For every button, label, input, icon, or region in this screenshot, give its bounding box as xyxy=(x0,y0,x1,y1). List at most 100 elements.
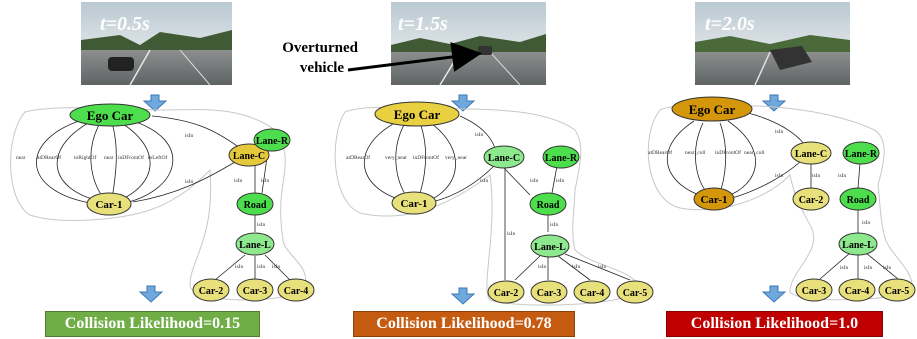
down-arrow-icon xyxy=(761,285,787,303)
node-label: Road xyxy=(537,200,560,211)
overturned-car-image xyxy=(770,46,812,70)
camera-frame-1: t=0.5s xyxy=(81,2,232,86)
edge-label: isIn xyxy=(556,178,565,184)
node-label: Car-3 xyxy=(243,286,268,297)
down-arrow-icon xyxy=(450,287,476,305)
node-label: Car-4 xyxy=(284,286,309,297)
edge-label: isIn xyxy=(257,264,266,270)
node-label: Ego Car xyxy=(87,108,134,123)
edge-label: atDRearOf xyxy=(648,149,672,156)
node-lane-l xyxy=(838,232,878,256)
node-label: Car-4 xyxy=(580,288,605,299)
node-car-2 xyxy=(487,280,525,304)
edge-label: toRightOf xyxy=(74,154,96,161)
node-label: Lane-R xyxy=(256,136,289,147)
node-lane-l xyxy=(235,232,275,256)
node-label: Car-1 xyxy=(400,198,427,210)
node-label: Car-5 xyxy=(885,286,910,297)
edge-label: toLeftOf xyxy=(148,154,167,161)
edge-label: isIn xyxy=(185,133,194,139)
edge-label: near xyxy=(16,155,26,161)
result-box-2: Collision Likelihood=0.78 xyxy=(353,311,575,337)
graph-edges xyxy=(666,112,899,280)
edge-label: isIn xyxy=(538,264,547,270)
result-box-3: Collision Likelihood=1.0 xyxy=(666,311,883,337)
edge-label: isIn xyxy=(864,265,873,271)
node-label: Ego Car xyxy=(394,107,441,122)
node-car-5 xyxy=(878,278,916,302)
node-lane-c xyxy=(483,145,525,169)
panel-1: t=0.5s near atDRearOf toRightOf xyxy=(10,2,315,303)
node-road xyxy=(236,192,274,216)
edge-label: isIn xyxy=(234,178,243,184)
edge-label: atDRearOf xyxy=(346,154,370,161)
edge-label: near_coll xyxy=(685,150,706,156)
edge-label: isIn xyxy=(775,173,784,179)
node-lane-l xyxy=(530,234,570,258)
node-label: Road xyxy=(244,200,267,211)
node-label: Lane-L xyxy=(842,240,874,251)
graph-edges xyxy=(36,115,291,281)
node-label: Lane-R xyxy=(545,153,578,164)
time-label: t=0.5s xyxy=(100,13,150,35)
car-image xyxy=(108,57,134,71)
node-car-4 xyxy=(277,278,315,302)
down-arrow-icon xyxy=(761,94,787,112)
time-label: t=2.0s xyxy=(705,13,755,35)
node-car-3 xyxy=(530,280,568,304)
node-label: Car-3 xyxy=(537,288,562,299)
edge-label: isIn xyxy=(812,173,821,179)
edge-label: isIn xyxy=(257,222,266,228)
edge-label: isIn xyxy=(475,132,484,138)
edge-label: isIn xyxy=(272,264,281,270)
edge-label: isIn xyxy=(530,178,539,184)
edge-label: isIn xyxy=(550,222,559,228)
camera-frame-3: t=2.0s xyxy=(695,2,850,86)
edge-label: isIn xyxy=(775,129,784,135)
node-ego-car xyxy=(374,101,460,127)
node-label: Car-3 xyxy=(802,286,827,297)
node-label: Lane-L xyxy=(239,240,271,251)
edge-label: isIn xyxy=(261,178,270,184)
edge-label: inDFrontOf xyxy=(715,149,741,156)
node-car-1 xyxy=(693,187,735,211)
edge-label: near xyxy=(104,155,114,161)
edge-label: isIn xyxy=(840,265,849,271)
panel-2: t=1.5s Overturned vehicle atDRearOf xyxy=(282,2,654,306)
panel-3: t=2.0s atDRearOf near_coll inDFrontOf ne… xyxy=(647,2,916,303)
node-ego-car xyxy=(69,103,151,127)
edge-label: isIn xyxy=(185,179,194,185)
node-label: Lane-C xyxy=(233,151,265,162)
down-arrow-icon xyxy=(450,94,476,112)
edge-label: near_coll xyxy=(744,150,765,156)
edge-label: isIn xyxy=(862,220,871,226)
down-arrow-icon xyxy=(138,285,164,303)
graph-hull xyxy=(334,106,641,306)
edge-label: very_near xyxy=(445,155,467,161)
node-lane-c xyxy=(790,141,832,165)
node-lane-r xyxy=(842,141,880,165)
node-car-4 xyxy=(838,278,876,302)
node-car-1 xyxy=(86,192,132,216)
edge-label: inDFrontOf xyxy=(413,154,439,161)
edge-label: isIn xyxy=(838,173,847,179)
node-car-5 xyxy=(616,280,654,304)
down-arrow-icon xyxy=(142,94,168,112)
camera-frame-2: t=1.5s xyxy=(391,2,546,86)
node-label: Car-1 xyxy=(95,199,122,211)
edge-label: isIn xyxy=(598,264,607,270)
node-label: Car-5 xyxy=(623,288,648,299)
overturned-car-image xyxy=(478,46,492,55)
node-lane-r xyxy=(542,145,580,169)
node-label: Car-2 xyxy=(494,288,519,299)
node-car-1 xyxy=(391,191,437,215)
result-box-1: Collision Likelihood=0.15 xyxy=(45,311,260,337)
edge-label: very_near xyxy=(385,155,407,161)
node-label: Car-4 xyxy=(845,286,870,297)
node-car-3 xyxy=(236,278,274,302)
edge-label: isIn xyxy=(235,264,244,270)
node-car-4 xyxy=(573,280,611,304)
node-car-2 xyxy=(192,278,230,302)
edge-label: isIn xyxy=(572,264,581,270)
